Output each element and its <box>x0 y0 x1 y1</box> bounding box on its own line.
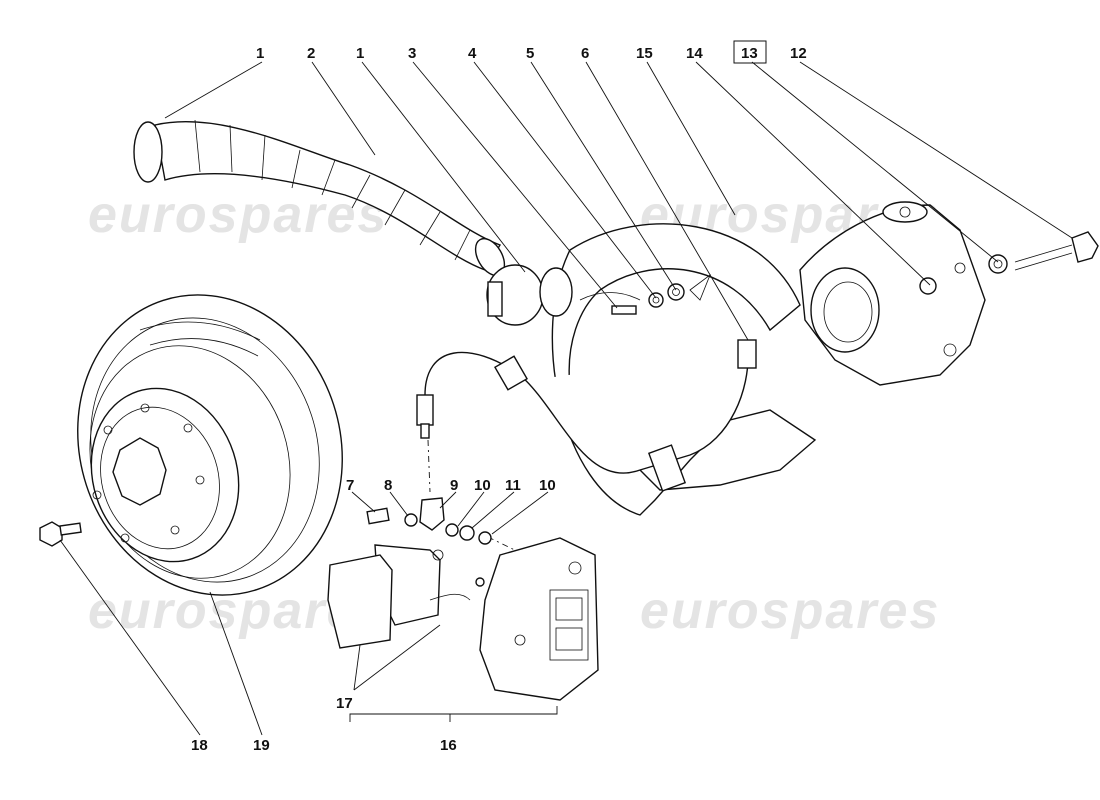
brake-hose <box>416 339 757 492</box>
callout-9: 9 <box>450 477 458 494</box>
callout-16: 16 <box>440 737 457 754</box>
callout-11: 11 <box>505 477 521 494</box>
watermark-bottom-right: eurospares <box>640 582 940 640</box>
hub-carrier <box>799 201 986 386</box>
cooling-duct <box>133 119 506 277</box>
callout-18: 18 <box>191 737 208 754</box>
callout-1-clamp-front: 1 <box>256 45 264 62</box>
callout-6: 6 <box>581 45 589 62</box>
callout-14: 14 <box>686 45 703 62</box>
callout-15: 15 <box>636 45 653 62</box>
callout-10-first: 10 <box>474 477 491 494</box>
callout-3: 3 <box>408 45 416 62</box>
label-box-13 <box>733 40 767 64</box>
brake-caliper <box>475 537 599 701</box>
knuckle-bolt <box>988 231 1099 274</box>
assembly-axis <box>427 439 431 493</box>
callout-7: 7 <box>346 477 354 494</box>
callout-1-clamp-rear: 1 <box>356 45 364 62</box>
callout-13: 13 <box>741 45 758 62</box>
watermark-top-left: eurospares <box>88 186 388 244</box>
leader-lines <box>59 61 1073 736</box>
banjo-fittings <box>366 497 492 545</box>
callout-12: 12 <box>790 45 807 62</box>
callout-2-duct: 2 <box>307 45 315 62</box>
callout-5: 5 <box>526 45 534 62</box>
brake-pads <box>327 544 471 649</box>
callout-4: 4 <box>468 45 477 62</box>
callout-19: 19 <box>253 737 270 754</box>
wheel-bolt <box>39 521 82 547</box>
shield-bolt <box>611 283 685 315</box>
splash-shield <box>539 223 817 516</box>
callout-10-second: 10 <box>539 477 556 494</box>
hose-clamp-rear <box>486 264 544 326</box>
callout-8: 8 <box>384 477 392 494</box>
brake-disc <box>77 294 343 596</box>
callout-17: 17 <box>336 695 353 712</box>
